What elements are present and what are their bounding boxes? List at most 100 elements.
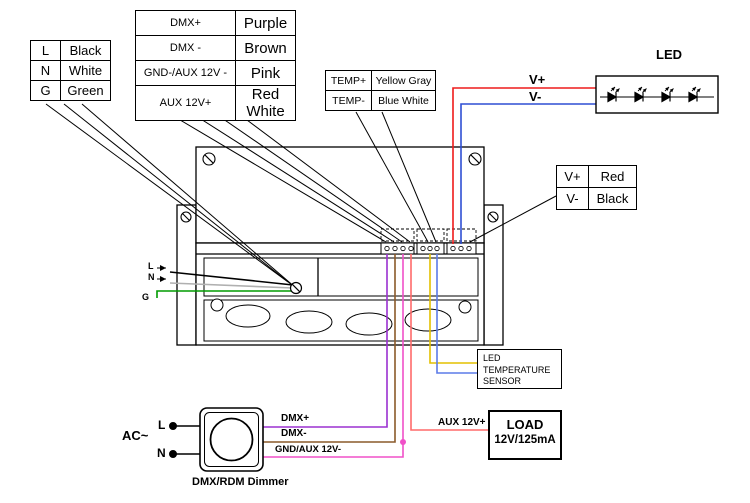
led-icon (634, 86, 647, 103)
terminal-name: AUX 12V+ (135, 85, 236, 121)
terminal-name: V- (556, 187, 589, 210)
led-icon (607, 86, 620, 103)
dmx-color-table: DMX+ Purple DMX - Brown GND-/AUX 12V - P… (135, 10, 296, 121)
wire-temp-minus (436, 254, 477, 374)
led-strip (595, 75, 719, 114)
input-dot-n (168, 450, 177, 459)
ground-screw-icon (289, 281, 303, 295)
table-row: AUX 12V+ Red White (135, 85, 296, 121)
screw-icon (180, 211, 192, 223)
led-icon (661, 86, 674, 103)
table-row: TEMP+ Yellow Gray (325, 70, 436, 91)
knockout-holes (210, 298, 472, 336)
table-row: V+ Red (556, 165, 637, 188)
wire-color: Brown (235, 35, 296, 61)
inner-panel (203, 257, 479, 297)
ac-n-wire (169, 282, 294, 289)
dimmer-l-label: L (158, 418, 166, 432)
terminal-name: G (30, 80, 61, 101)
dimmer-knob (209, 417, 254, 462)
wire-color: Red (588, 165, 637, 188)
table-row: GND-/AUX 12V - Pink (135, 60, 296, 86)
screw-icon (468, 152, 482, 166)
table-row: DMX - Brown (135, 35, 296, 61)
led-icon (688, 86, 701, 103)
wire-gnd-aux (263, 254, 404, 458)
led-symbols (607, 86, 701, 103)
ac-g-wire (156, 290, 293, 298)
wire-color: Black (60, 40, 111, 61)
sensor-text-line: LED (483, 353, 501, 363)
ac-neutral-label: N (148, 272, 155, 282)
load-box: LOAD 12V/125mA (488, 410, 562, 460)
ac-color-table: L Black N White G Green (30, 40, 111, 101)
ac-l-wire (169, 271, 294, 286)
top-plate (195, 146, 485, 244)
terminal-name: L (30, 40, 61, 61)
terminal-name: TEMP- (325, 90, 372, 111)
junction-dot (400, 439, 406, 445)
v-minus-label: V- (529, 89, 542, 104)
dmx-dimmer (168, 407, 264, 472)
load-value: 12V/125mA (494, 434, 556, 446)
screw-icon (487, 211, 499, 223)
terminal-name: DMX - (135, 35, 236, 61)
ac-direction-arrows (157, 265, 166, 282)
wire-dmx-minus (263, 254, 396, 443)
wire-color: Purple (235, 10, 296, 36)
wire-label-dmx-minus: DMX- (281, 428, 307, 439)
ac-ground-label: G (142, 292, 150, 302)
table-row: N White (30, 60, 111, 81)
input-dot-l (168, 422, 177, 431)
wire-label-dmx-plus: DMX+ (281, 413, 310, 424)
led-strip-label: LED (656, 47, 682, 62)
terminal-name: V+ (556, 165, 589, 188)
wire-color: White (60, 60, 111, 81)
wire-color: Green (60, 80, 111, 101)
screw-icon (202, 152, 216, 166)
v-plus-label: V+ (529, 72, 546, 87)
mounting-screws (180, 152, 499, 223)
terminal-blocks (380, 242, 477, 255)
wire-v-minus (460, 103, 596, 244)
wire-color: Yellow Gray (371, 70, 436, 91)
wire-color: Blue White (371, 90, 436, 111)
ac-source-label: AC~ (122, 428, 149, 443)
wire-temp-plus (429, 254, 477, 364)
wire-color: Red White (235, 85, 296, 121)
table-row: L Black (30, 40, 111, 61)
terminal-name: N (30, 60, 61, 81)
dimmer-input-wires (168, 422, 200, 459)
wire-v-plus (452, 87, 596, 244)
table-row: V- Black (556, 187, 637, 210)
table-row: G Green (30, 80, 111, 101)
callout-lines (45, 103, 557, 289)
temp-color-table: TEMP+ Yellow Gray TEMP- Blue White (325, 70, 436, 111)
table-row: TEMP- Blue White (325, 90, 436, 111)
terminal-name: GND-/AUX 12V - (135, 60, 236, 86)
table-row: DMX+ Purple (135, 10, 296, 36)
load-title: LOAD (506, 417, 544, 432)
terminal-name: DMX+ (135, 10, 236, 36)
ac-line-label: L (148, 261, 154, 271)
wire-label-gnd-aux: GND/AUX 12V- (275, 444, 341, 455)
wire-color: Pink (235, 60, 296, 86)
ac-input-wires (156, 271, 294, 298)
temperature-sensor-box: LED TEMPERATURE SENSOR (477, 349, 562, 389)
terminal-screw-holes (384, 245, 472, 252)
wire-color: Black (588, 187, 637, 210)
terminal-name: TEMP+ (325, 70, 372, 91)
wire-aux-12v (410, 254, 488, 431)
sensor-text-line: TEMPERATURE (483, 364, 551, 375)
wire-label-aux-12v: AUX 12V+ (438, 417, 486, 428)
led-strip-outline (595, 75, 719, 114)
dimmer-caption: DMX/RDM Dimmer (192, 476, 289, 488)
signal-wires (263, 87, 596, 458)
dimmer-n-label: N (157, 446, 166, 460)
sensor-text-line: SENSOR (483, 376, 522, 387)
wire-dmx-plus (263, 254, 388, 428)
vout-color-table: V+ Red V- Black (556, 165, 637, 210)
connector-outlines (380, 228, 477, 242)
